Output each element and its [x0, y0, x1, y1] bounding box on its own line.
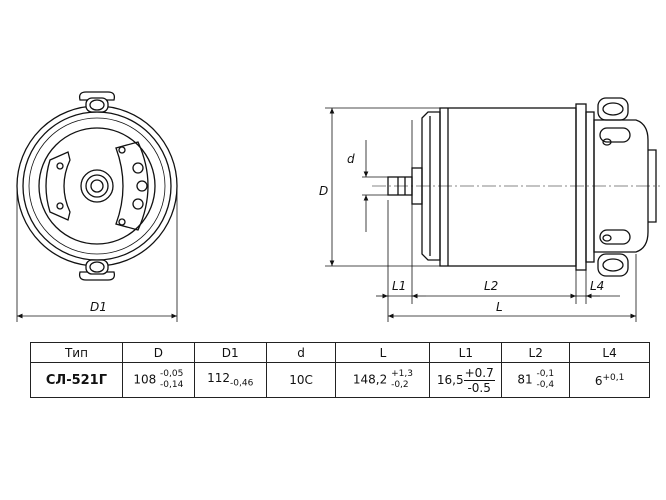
cell-d: 10С: [265, 362, 337, 398]
cell-D1-base: 112: [207, 371, 231, 386]
label-L1: L1: [392, 279, 406, 293]
header-type: Тип: [30, 342, 123, 363]
header-L4: L4: [569, 342, 650, 363]
cell-D1: 112-0,46: [193, 362, 267, 398]
cell-L4-tolerance: +0,1: [602, 372, 625, 383]
label-L: L: [496, 300, 503, 314]
cell-L2: 81 -0,1 -0,4: [501, 362, 571, 398]
label-L2: L2: [484, 279, 498, 293]
cell-D-tolerance: -0,05 -0,14: [160, 369, 183, 391]
spec-table: Тип D D1 d L L1 L2 L4 СЛ-521Г 108 -0,05 …: [30, 342, 650, 398]
cell-D1-tolerance: -0,46: [230, 378, 254, 389]
cell-L4-base: 6: [594, 373, 603, 388]
cell-L-base: 148,2: [352, 372, 388, 387]
front-view: [16, 91, 178, 281]
spec-data-row: СЛ-521Г 108 -0,05 -0,14 112-0,46 10С 148…: [30, 362, 650, 398]
cell-D: 108 -0,05 -0,14: [121, 362, 195, 398]
header-D: D: [121, 342, 195, 363]
cell-L1-upper: +0.7: [463, 365, 495, 381]
cell-L: 148,2 +1,3 -0,2: [335, 362, 431, 398]
label-d: d: [347, 152, 355, 166]
cell-D-lower: -0,14: [160, 380, 184, 390]
label-D1: D1: [90, 300, 107, 314]
cell-L1: 16,5 +0.7 -0.5: [429, 362, 503, 398]
cell-D-upper: -0,05: [160, 369, 184, 379]
cell-L-lower: -0,2: [391, 380, 409, 390]
cell-L2-base: 81: [517, 372, 533, 387]
cell-L-tolerance: +1,3 -0,2: [391, 369, 413, 391]
motor-drawing: D1 D: [16, 91, 660, 322]
header-L2: L2: [501, 342, 571, 363]
cell-L2-tolerance: -0,1 -0,4: [536, 369, 554, 391]
cell-L2-upper: -0,1: [536, 369, 555, 379]
spec-header-row: Тип D D1 d L L1 L2 L4: [30, 342, 650, 363]
cell-L4: 6+0,1: [569, 362, 650, 398]
cell-L1-lower: -0.5: [467, 380, 491, 395]
header-L: L: [335, 342, 431, 363]
cell-L1-base: 16,5: [436, 372, 464, 387]
label-L4: L4: [590, 279, 604, 293]
dimension-D: [325, 107, 440, 267]
cell-D-base: 108: [133, 372, 157, 387]
label-D: D: [319, 184, 328, 198]
dimension-d: [362, 140, 388, 232]
header-L1: L1: [429, 342, 503, 363]
side-view: [372, 97, 660, 277]
cell-L1-tolerance: +0.7 -0.5: [463, 365, 495, 395]
header-d: d: [265, 342, 337, 363]
cell-type: СЛ-521Г: [30, 362, 123, 398]
cell-L-upper: +1,3: [391, 369, 413, 379]
dimension-D1: [16, 186, 178, 322]
cell-L2-lower: -0,4: [536, 380, 555, 390]
header-D1: D1: [193, 342, 267, 363]
